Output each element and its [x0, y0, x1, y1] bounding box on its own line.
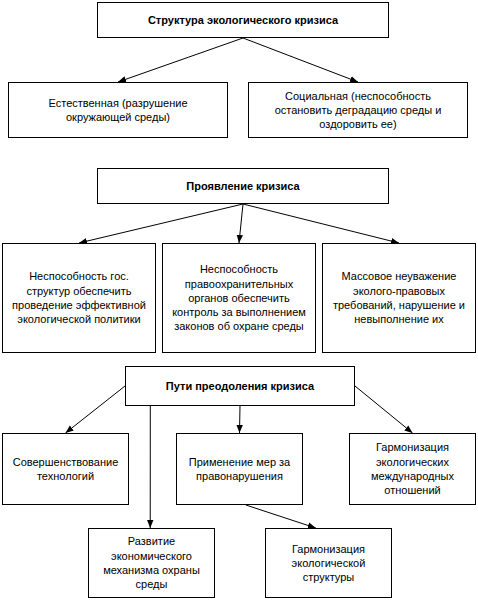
process-box: Неспособность правоохранительных органов…	[162, 243, 316, 353]
heading-box: Пути преодоления кризиса	[125, 366, 355, 406]
text-group: Структура экологического кризиса	[148, 13, 338, 27]
text-group: Развитие экономического механизма охраны…	[95, 534, 208, 591]
text-group: Гармонизация экологической структуры	[272, 542, 385, 585]
heading-box: Структура экологического кризиса	[97, 2, 389, 38]
process-box: Неспособность гос. структур обеспечить п…	[2, 243, 156, 353]
text-group: Неспособность гос. структур обеспечить п…	[9, 269, 149, 326]
heading-box: Проявление кризиса	[97, 168, 389, 204]
arrow-connector	[243, 38, 358, 82]
box-text: Гармонизация экологической структуры	[272, 542, 385, 585]
box-text: Неспособность гос. структур обеспечить п…	[9, 269, 149, 326]
process-box: Гармонизация экологических международных…	[349, 433, 476, 505]
arrow-connector	[150, 406, 151, 528]
box-text: Структура экологического кризиса	[148, 13, 338, 27]
process-box: Совершенствование технологий	[2, 433, 129, 505]
box-text: Социальная (неспособность остановить дег…	[255, 89, 461, 132]
box-text: Массовое неуважение эколого-правовых тре…	[329, 269, 469, 326]
arrow-connector	[118, 38, 243, 82]
arrow-connector	[239, 204, 243, 243]
process-box: Социальная (неспособность остановить дег…	[248, 82, 468, 138]
text-group: Массовое неуважение эколого-правовых тре…	[329, 269, 469, 326]
arrow-connector	[355, 386, 413, 433]
text-group: Пути преодоления кризиса	[166, 379, 314, 393]
arrow-connector	[79, 204, 243, 243]
text-group: Применение мер за правонарушения	[183, 455, 296, 484]
text-group: Гармонизация экологических международных…	[356, 440, 469, 497]
box-text: Развитие экономического механизма охраны…	[95, 534, 208, 591]
process-box: Массовое неуважение эколого-правовых тре…	[322, 243, 476, 353]
process-box: Применение мер за правонарушения	[176, 433, 303, 505]
process-box: Развитие экономического механизма охраны…	[88, 528, 215, 598]
box-text: Неспособность правоохранительных органов…	[169, 262, 309, 333]
arrow-connector	[66, 386, 126, 433]
text-group: Проявление кризиса	[186, 179, 299, 193]
box-text: Проявление кризиса	[186, 179, 299, 193]
text-group: Совершенствование технологий	[9, 455, 122, 484]
box-text: Гармонизация экологических международных…	[356, 440, 469, 497]
process-box: Естественная (разрушение окружающей сред…	[8, 82, 228, 138]
text-group: Естественная (разрушение окружающей сред…	[15, 96, 221, 125]
text-group: Неспособность правоохранительных органов…	[169, 262, 309, 333]
box-text: Естественная (разрушение окружающей сред…	[15, 96, 221, 125]
process-box: Гармонизация экологической структуры	[265, 528, 392, 598]
arrow-connector	[239, 406, 241, 433]
arrow-connector	[246, 505, 316, 528]
box-text: Пути преодоления кризиса	[166, 379, 314, 393]
text-group: Социальная (неспособность остановить дег…	[255, 89, 461, 132]
box-text: Применение мер за правонарушения	[183, 455, 296, 484]
box-text: Совершенствование технологий	[9, 455, 122, 484]
arrow-connector	[243, 204, 399, 243]
